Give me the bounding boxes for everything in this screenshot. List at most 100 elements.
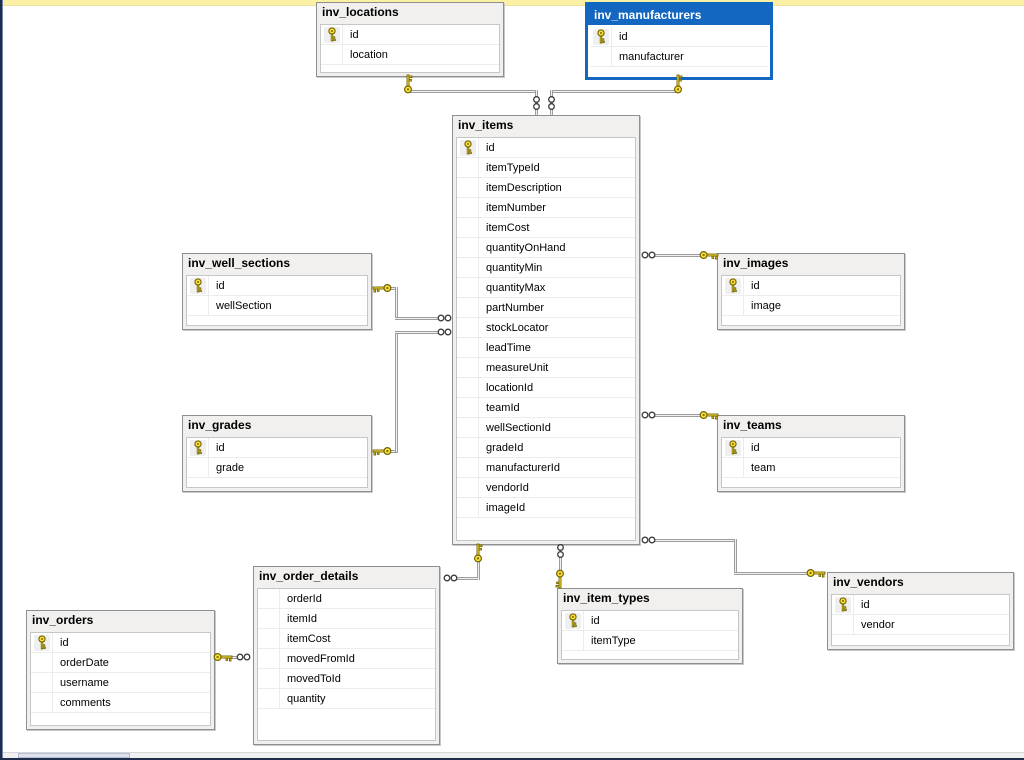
field-row-manufacturerId[interactable]: manufacturerId xyxy=(457,458,635,478)
field-row-orderDate[interactable]: orderDate xyxy=(31,653,210,673)
table-title-inv_orders[interactable]: inv_orders xyxy=(32,613,94,627)
field-row-locationId[interactable]: locationId xyxy=(457,378,635,398)
field-name-label: itemTypeId xyxy=(486,161,540,174)
field-row-username[interactable]: username xyxy=(31,673,210,693)
field-row-leadTime[interactable]: leadTime xyxy=(457,338,635,358)
field-row-quantity[interactable]: quantity xyxy=(258,689,435,709)
relationship-line-inv_items-inv_vendors[interactable] xyxy=(734,539,737,574)
relationship-line-inv_well_sections-inv_items[interactable] xyxy=(395,287,398,319)
field-row-itemCost[interactable]: itemCost xyxy=(258,629,435,649)
field-row-itemDescription[interactable]: itemDescription xyxy=(457,178,635,198)
relationship-line-inv_items-inv_vendors[interactable] xyxy=(734,572,808,575)
relationship-line-inv_items-inv_item_types[interactable] xyxy=(559,557,562,573)
field-row-id[interactable]: id xyxy=(722,438,900,458)
field-row-itemType[interactable]: itemType xyxy=(562,631,738,651)
relationship-line-inv_items-inv_images[interactable] xyxy=(654,254,702,257)
field-row-id[interactable]: id xyxy=(457,138,635,158)
field-row-orderId[interactable]: orderId xyxy=(258,589,435,609)
field-row-itemId[interactable]: itemId xyxy=(258,609,435,629)
field-row-imageId[interactable]: imageId xyxy=(457,498,635,518)
field-row-id[interactable]: id xyxy=(321,25,499,45)
field-row-measureUnit[interactable]: measureUnit xyxy=(457,358,635,378)
field-row-movedFromId[interactable]: movedFromId xyxy=(258,649,435,669)
field-row-id[interactable]: id xyxy=(722,276,900,296)
table-title-inv_images[interactable]: inv_images xyxy=(723,256,789,270)
field-row-gradeId[interactable]: gradeId xyxy=(457,438,635,458)
field-row-vendor[interactable]: vendor xyxy=(832,615,1009,635)
field-row-movedToId[interactable]: movedToId xyxy=(258,669,435,689)
relationship-line-inv_grades-inv_items[interactable] xyxy=(395,331,398,452)
field-row-location[interactable]: location xyxy=(321,45,499,65)
relationship-line-inv_items-inv_teams[interactable] xyxy=(654,414,702,417)
table-title-inv_item_types[interactable]: inv_item_types xyxy=(563,591,650,605)
field-name-label: manufacturerId xyxy=(486,461,560,474)
field-row-itemNumber[interactable]: itemNumber xyxy=(457,198,635,218)
relationship-line-inv_manufacturers-inv_items[interactable] xyxy=(551,90,679,93)
relationship-line-inv_items-inv_vendors[interactable] xyxy=(654,539,736,542)
field-name-label: vendor xyxy=(861,618,895,631)
relationship-line-inv_items-inv_order_details[interactable] xyxy=(456,577,478,580)
field-row-stockLocator[interactable]: stockLocator xyxy=(457,318,635,338)
field-row-grade[interactable]: grade xyxy=(187,458,367,478)
table-title-inv_items[interactable]: inv_items xyxy=(458,118,514,132)
field-name-label: username xyxy=(60,676,109,689)
table-title-inv_grades[interactable]: inv_grades xyxy=(188,418,252,432)
field-row-id[interactable]: id xyxy=(31,633,210,653)
field-row-vendorId[interactable]: vendorId xyxy=(457,478,635,498)
table-title-inv_manufacturers[interactable]: inv_manufacturers xyxy=(588,5,770,25)
relationship-line-inv_orders-inv_order_details[interactable] xyxy=(229,656,239,659)
table-title-inv_order_details[interactable]: inv_order_details xyxy=(259,569,359,583)
field-row-id[interactable]: id xyxy=(187,276,367,296)
relationship-line-inv_locations-inv_items[interactable] xyxy=(406,90,537,93)
field-row-quantityMin[interactable]: quantityMin xyxy=(457,258,635,278)
window-bottom-border xyxy=(0,758,1024,760)
field-row-partNumber[interactable]: partNumber xyxy=(457,298,635,318)
field-row-teamId[interactable]: teamId xyxy=(457,398,635,418)
primary-key-icon xyxy=(724,277,741,294)
relationship-line-inv_items-inv_order_details[interactable] xyxy=(477,561,480,580)
relationship-line-inv_grades-inv_items[interactable] xyxy=(395,331,438,334)
table-title-inv_locations[interactable]: inv_locations xyxy=(322,5,399,19)
field-name-label: stockLocator xyxy=(486,321,549,334)
relationship-line-inv_grades-inv_items[interactable] xyxy=(388,450,398,453)
field-row-id[interactable]: id xyxy=(562,611,738,631)
table-title-inv_well_sections[interactable]: inv_well_sections xyxy=(188,256,291,270)
primary-key-icon xyxy=(189,277,206,294)
scrollbar-thumb[interactable] xyxy=(18,753,130,758)
field-row-wellSectionId[interactable]: wellSectionId xyxy=(457,418,635,438)
field-row-id[interactable]: id xyxy=(832,595,1009,615)
field-row-manufacturer[interactable]: manufacturer xyxy=(590,47,768,67)
table-title-inv_vendors[interactable]: inv_vendors xyxy=(833,575,904,589)
relationship-line-inv_well_sections-inv_items[interactable] xyxy=(395,317,438,320)
primary-key-icon xyxy=(33,634,50,651)
relationship-line-inv_well_sections-inv_items[interactable] xyxy=(388,287,398,290)
row-selector-cell xyxy=(31,653,53,672)
field-row-itemCost[interactable]: itemCost xyxy=(457,218,635,238)
field-row-itemTypeId[interactable]: itemTypeId xyxy=(457,158,635,178)
field-row-team[interactable]: team xyxy=(722,458,900,478)
field-row-wellSection[interactable]: wellSection xyxy=(187,296,367,316)
table-title-inv_teams[interactable]: inv_teams xyxy=(723,418,782,432)
field-row-id[interactable]: id xyxy=(590,27,768,47)
field-row-quantityMax[interactable]: quantityMax xyxy=(457,278,635,298)
horizontal-scrollbar[interactable] xyxy=(0,752,1024,758)
field-row-image[interactable]: image xyxy=(722,296,900,316)
field-row-id[interactable]: id xyxy=(187,438,367,458)
field-row-quantityOnHand[interactable]: quantityOnHand xyxy=(457,238,635,258)
field-row-comments[interactable]: comments xyxy=(31,693,210,713)
